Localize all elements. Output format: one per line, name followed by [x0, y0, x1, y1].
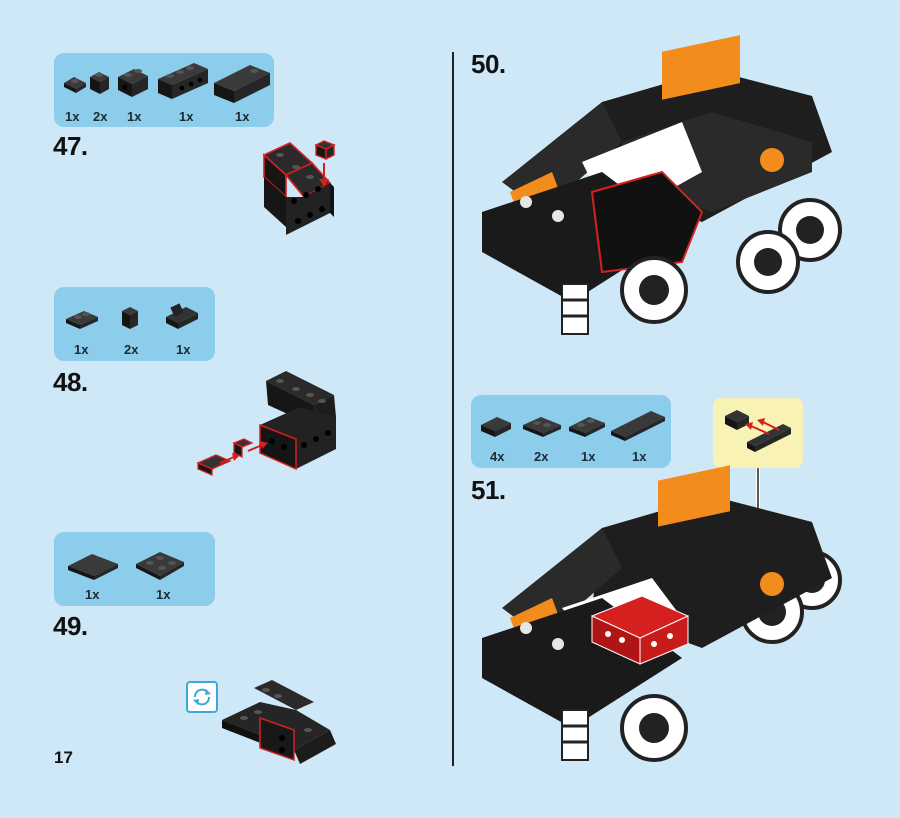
part-plate-1x2 [66, 311, 98, 329]
step-number-49: 49. [53, 611, 88, 641]
qty-51-1: 4x [490, 449, 505, 464]
parts-box-step-47: 1x 2x 1x 1x 1x [54, 53, 274, 127]
assembly-step-47 [262, 140, 336, 235]
parts-icons-47 [64, 63, 270, 103]
part-plate-1x1 [64, 77, 86, 93]
step-number-48: 48. [53, 367, 88, 397]
qty-51-2: 2x [534, 449, 549, 464]
qty-48-1: 1x [74, 342, 89, 357]
part-tile-1x4 [611, 411, 665, 441]
parts-box-step-48: 1x 2x 1x [54, 287, 215, 361]
part-brick-1x4-technic [158, 63, 208, 99]
sub-assembly-callout [713, 398, 803, 468]
part-bracket-small [122, 307, 138, 329]
step-number-50: 50. [471, 49, 506, 79]
qty-47-1: 1x [65, 109, 80, 124]
part-brick-2x4 [214, 65, 270, 103]
part-brick-1x2 [118, 69, 148, 97]
arrow-icon [319, 163, 329, 187]
assembly-step-49 [222, 680, 336, 764]
assembly-step-50-vehicle [482, 35, 842, 335]
step-number-51: 51. [471, 475, 506, 505]
qty-47-3: 1x [127, 109, 142, 124]
parts-icons-49 [68, 552, 184, 580]
arrow-icon [745, 418, 780, 435]
parts-icons-51 [481, 411, 665, 441]
part-plate-modified [523, 417, 561, 437]
qty-48-3: 1x [176, 342, 191, 357]
parts-box-step-49: 1x 1x [54, 532, 215, 606]
qty-47-5: 1x [235, 109, 250, 124]
part-plate-1x2-51 [569, 417, 605, 437]
qty-49-2: 1x [156, 587, 171, 602]
qty-49-1: 1x [85, 587, 100, 602]
part-brick-1x1 [90, 72, 109, 94]
step-number-47: 47. [53, 131, 88, 161]
assembly-step-51-vehicle [482, 465, 842, 762]
parts-box-step-51: 4x 2x 1x 1x [471, 395, 671, 468]
page-divider [452, 52, 454, 766]
qty-48-2: 2x [124, 342, 139, 357]
parts-icons-48 [66, 303, 198, 329]
qty-51-4: 1x [632, 449, 647, 464]
qty-47-4: 1x [179, 109, 194, 124]
qty-47-2: 2x [93, 109, 108, 124]
part-plate-clip [166, 303, 198, 329]
assembly-step-48 [196, 371, 336, 476]
qty-51-3: 1x [581, 449, 596, 464]
arrow-icon [219, 441, 268, 464]
part-plate-clip-1x2 [481, 417, 511, 437]
page-number: 17 [54, 748, 73, 767]
part-wedge-plate [136, 552, 184, 580]
part-tile-2x2 [68, 554, 118, 580]
rotate-model-icon [186, 681, 218, 713]
